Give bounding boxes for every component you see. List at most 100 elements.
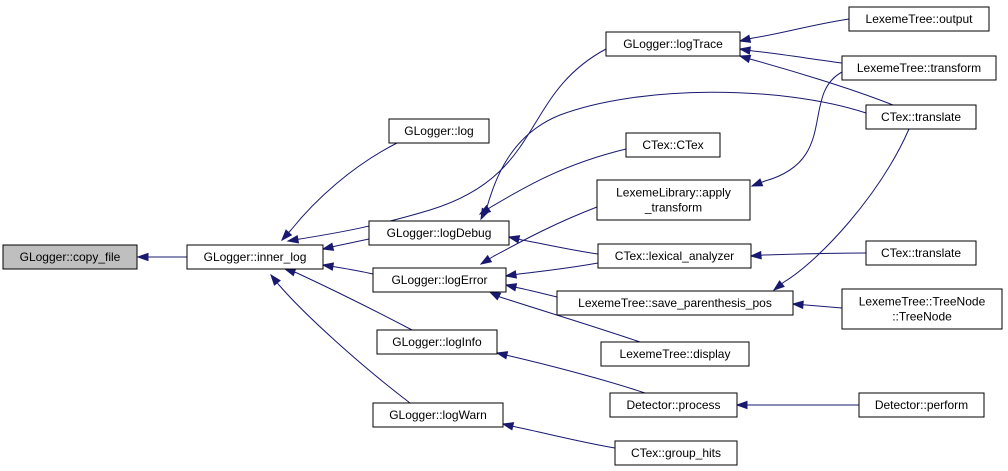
arrowhead-icon — [321, 262, 335, 271]
arrowhead-icon — [504, 283, 518, 292]
node-label: GLogger::logTrace — [623, 37, 723, 51]
node-output[interactable]: LexemeTree::output — [848, 6, 990, 32]
edge-line — [505, 284, 558, 298]
node-box — [368, 220, 510, 246]
node-label: CTex::translate — [881, 110, 961, 124]
node-box — [605, 31, 741, 57]
edge-line — [496, 352, 646, 394]
node-ctex-ctex[interactable]: CTex::CTex — [625, 132, 721, 158]
node-label: GLogger::copy_file — [20, 250, 121, 264]
node-copy-file[interactable]: GLogger::copy_file — [2, 244, 138, 270]
node-box — [388, 118, 490, 144]
node-label: GLogger::logWarn — [389, 408, 487, 422]
edge-line — [322, 264, 374, 275]
node-save-parenthesis-pos[interactable]: LexemeTree::save_parenthesis_pos — [556, 290, 794, 316]
arrowhead-icon — [749, 250, 762, 260]
node-apply-transform[interactable]: LexemeLibrary::apply_transform — [596, 179, 751, 221]
arrowhead-icon — [738, 54, 752, 64]
node-box — [2, 244, 138, 270]
edge-line — [489, 291, 641, 343]
node-label: LexemeTree::transform — [857, 61, 981, 75]
edge-line — [502, 423, 616, 449]
node-label: CTex::lexical_analyzer — [615, 249, 734, 263]
node-inner-log[interactable]: GLogger::inner_log — [186, 244, 324, 270]
edge-translate_top-to-logTrace — [738, 54, 894, 106]
edge-save_parenthesis_pos-to-logError — [504, 283, 558, 298]
edge-logTrace-to-inner_log — [286, 48, 607, 244]
node-lexical-analyzer[interactable]: CTex::lexical_analyzer — [597, 243, 752, 269]
edge-translate_top-to-logDebug — [480, 91, 867, 221]
node-box — [597, 243, 752, 269]
arrowhead-icon — [495, 351, 509, 360]
edge-line — [751, 71, 843, 187]
arrowhead-icon — [772, 280, 785, 291]
edge-line — [322, 238, 370, 250]
arrowhead-icon — [504, 270, 518, 279]
node-box — [372, 267, 507, 293]
edge-line — [480, 206, 598, 265]
node-logDebug[interactable]: GLogger::logDebug — [368, 220, 510, 246]
node-display[interactable]: LexemeTree::display — [600, 341, 750, 367]
node-box — [600, 341, 750, 367]
node-label: GLogger::logInfo — [392, 335, 482, 349]
edge-perform-to-process — [735, 400, 859, 410]
node-logTrace[interactable]: GLogger::logTrace — [605, 31, 741, 57]
edge-output-to-logTrace — [738, 18, 850, 43]
edge-line — [739, 18, 850, 42]
node-group-hits[interactable]: CTex::group_hits — [614, 440, 738, 466]
node-box — [841, 288, 1003, 330]
node-transform[interactable]: LexemeTree::transform — [841, 55, 997, 81]
node-label: Detector::process — [626, 398, 720, 412]
edge-transform-to-logTrace — [738, 46, 843, 64]
node-label: GLogger::inner_log — [204, 250, 307, 264]
node-translate-mid[interactable]: CTex::translate — [865, 240, 977, 266]
node-logWarn[interactable]: GLogger::logWarn — [372, 402, 504, 428]
arrowhead-icon — [750, 178, 764, 187]
edge-line — [505, 262, 599, 277]
node-box — [614, 440, 738, 466]
node-box — [186, 244, 324, 270]
arrowhead-icon — [501, 422, 515, 431]
call-graph-edges — [136, 18, 910, 449]
arrowhead-icon — [791, 300, 804, 310]
node-translate-top[interactable]: CTex::translate — [865, 104, 977, 130]
edge-transform-to-apply_transform — [750, 71, 843, 187]
node-perform[interactable]: Detector::perform — [858, 392, 985, 418]
arrowhead-icon — [480, 207, 490, 221]
node-label: LexemeTree::save_parenthesis_pos — [578, 296, 772, 310]
node-treenode[interactable]: LexemeTree::TreeNode::TreeNode — [841, 288, 1003, 330]
edge-line — [270, 274, 411, 404]
node-logError[interactable]: GLogger::logError — [372, 267, 507, 293]
node-log[interactable]: GLogger::log — [388, 118, 490, 144]
node-logInfo[interactable]: GLogger::logInfo — [376, 329, 498, 355]
arrowhead-icon — [735, 400, 748, 410]
node-box — [609, 392, 738, 418]
edge-lexical_analyzer-to-logDebug — [507, 235, 599, 255]
edge-inner_log-to-copy_file — [136, 252, 187, 262]
edge-line — [739, 48, 843, 64]
edge-translate_top-to-save_parenthesis_pos — [772, 128, 910, 291]
node-process[interactable]: Detector::process — [609, 392, 738, 418]
arrowhead-icon — [488, 291, 502, 301]
node-label: GLogger::logDebug — [387, 226, 492, 240]
arrowhead-icon — [507, 235, 521, 244]
edge-line — [479, 148, 627, 215]
node-box — [372, 402, 504, 428]
node-label: Detector::perform — [875, 398, 968, 412]
edge-line — [773, 128, 910, 291]
arrowhead-icon — [283, 268, 297, 277]
node-label: LexemeTree::output — [866, 12, 974, 26]
edge-apply_transform-to-logError — [479, 206, 598, 265]
node-box — [556, 290, 794, 316]
node-label: _transform — [644, 201, 702, 215]
node-label: ::TreeNode — [892, 310, 952, 324]
edge-line — [284, 268, 413, 331]
edge-line — [287, 48, 607, 242]
node-box — [858, 392, 985, 418]
edge-display-to-logError — [488, 291, 641, 343]
node-label: CTex::translate — [881, 246, 961, 260]
node-label: CTex::group_hits — [631, 446, 721, 460]
node-box — [848, 6, 990, 32]
edge-translate_mid-to-lexical_analyzer — [749, 250, 867, 260]
